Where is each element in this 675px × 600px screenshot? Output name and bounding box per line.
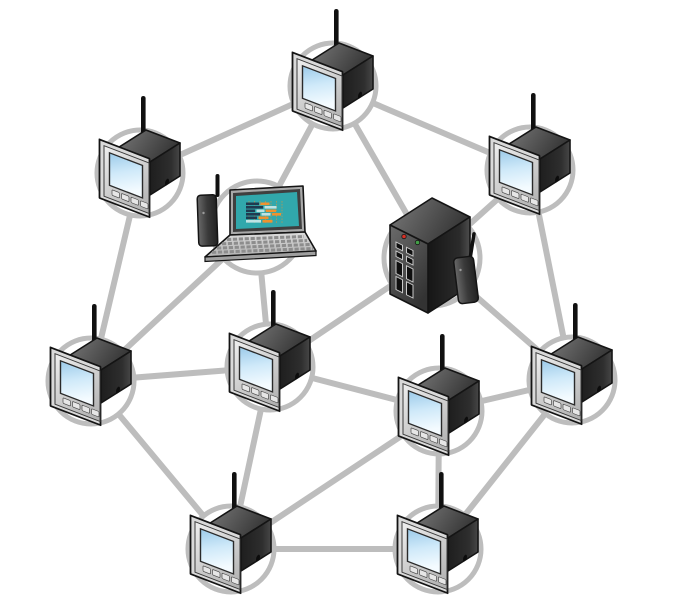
device-server-server-tower xyxy=(389,197,480,314)
devices-layer xyxy=(49,8,613,595)
